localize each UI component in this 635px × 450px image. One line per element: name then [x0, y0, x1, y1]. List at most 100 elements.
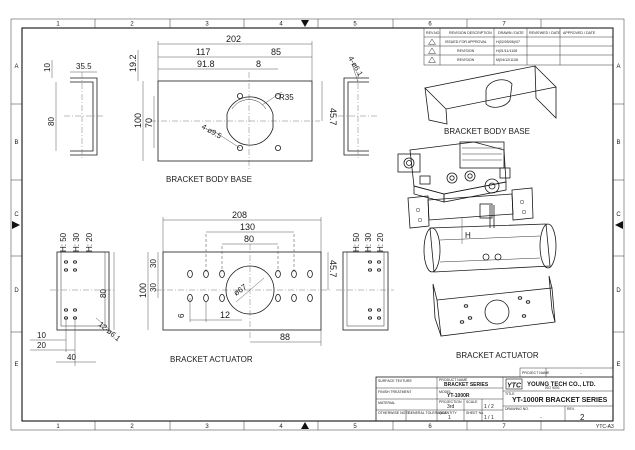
- dim-act-bore: ø67: [232, 282, 249, 298]
- actuator-top-view: 208 130 80 100 30 30 45.7 6 12 ø67 88 BR…: [138, 210, 338, 364]
- row-tick-c-right: C: [616, 212, 621, 218]
- tb-projection-label: PROJECTION: [439, 400, 462, 404]
- dim-act-130: 130: [240, 222, 255, 232]
- col-tick-1-bottom: 1: [56, 424, 60, 430]
- dim-act-side-10: 10: [37, 331, 46, 340]
- dim-act-30b: 30: [149, 283, 158, 292]
- isometric-assembly: BRACKET BODY BASE: [397, 65, 557, 360]
- tb-company-sub: ISO 9001: [545, 386, 560, 390]
- rev-header-no: REV.NO.: [426, 31, 440, 35]
- tb-other-label: OTHERWISE NOTE: [378, 411, 410, 415]
- dim-act-side-40: 40: [67, 353, 76, 362]
- tb-title-label: TITLE: [505, 392, 515, 396]
- tb-model-label: MODEL: [439, 390, 452, 394]
- dim-act-100: 100: [138, 283, 148, 298]
- tb-sheet: 1 / 1: [484, 415, 494, 421]
- company-logo: YTC: [505, 378, 523, 390]
- dim-side-35-5: 35.5: [76, 62, 92, 71]
- iso-body-bracket: BRACKET BODY BASE: [424, 65, 557, 136]
- dim-act-left-h20: H: 20: [85, 232, 94, 252]
- dim-act-side-holes: 12-ø6.1: [97, 320, 123, 344]
- dim-body-45-7: 45.7: [328, 108, 338, 126]
- revision-table: REV.NO. REVISION DESCRIPTION DRAWN / DAT…: [423, 27, 614, 66]
- body-base-top-view: 202 117 85 91.8 8 19.2 100 70 45.7 R35 4…: [128, 34, 338, 184]
- dim-act-80: 80: [244, 234, 254, 244]
- col-tick-3-bottom: 3: [205, 424, 209, 430]
- dim-act-side-80: 80: [99, 289, 108, 298]
- dim-body-70: 70: [144, 118, 154, 128]
- dim-side-80: 80: [47, 117, 56, 126]
- tb-finish-label: FINISH TREATMENT: [378, 390, 412, 394]
- dim-body-85: 85: [271, 47, 281, 57]
- tb-product-name: BRACKET SERIES: [444, 382, 489, 388]
- tb-project-name-label: PROJECT NAME: [522, 371, 550, 375]
- dim-act-right-h50: H: 50: [352, 232, 361, 252]
- row-tick-d-right: D: [616, 288, 621, 294]
- tb-company-name: YOUNG TECH CO., LTD.: [527, 382, 596, 388]
- tb-quantity-label: QUANTITY: [439, 411, 457, 415]
- dim-body-side-holes: 4-ø6.1: [346, 55, 365, 78]
- row-tick-d: D: [14, 288, 19, 294]
- rev-row-2-desc: REVISION: [457, 49, 475, 53]
- label-iso-bracket-body-base: BRACKET BODY BASE: [444, 127, 530, 136]
- row-tick-b-right: B: [616, 140, 620, 146]
- col-tick-2: 2: [130, 22, 134, 28]
- actuator-side-view-left: H: 50 H: 30 H: 20 80 10 20 40 12-ø6.1: [30, 232, 122, 366]
- row-tick-b: B: [14, 140, 18, 146]
- tb-product-name-label: PRODUCT NAME: [439, 378, 468, 382]
- dim-act-left-h50: H: 50: [59, 232, 68, 252]
- rev-header-reviewed: REVIEWED / DATE: [529, 31, 561, 35]
- col-tick-7-bottom: 7: [502, 424, 506, 430]
- center-mark-top-icon: [301, 20, 309, 27]
- body-base-side-view-right: 4-ø6.1: [338, 55, 378, 160]
- dim-body-202: 202: [226, 34, 241, 44]
- rev-row-3-desc: REVISION: [457, 58, 475, 62]
- dim-act-side-20: 20: [37, 341, 46, 350]
- tb-rev: 2: [580, 413, 585, 422]
- row-tick-a: A: [14, 64, 18, 70]
- label-iso-bracket-actuator: BRACKET ACTUATOR: [456, 351, 539, 360]
- iso-actuator-body: H: [423, 205, 557, 273]
- tb-projection: 3rd: [447, 404, 454, 410]
- iso-mounting-bracket: [407, 187, 534, 229]
- dim-body-100: 100: [133, 113, 143, 128]
- center-mark-right-icon: [615, 221, 623, 229]
- revision-triangle-icon: [428, 56, 436, 63]
- tb-project-name: -: [580, 371, 582, 377]
- row-tick-e: E: [14, 362, 18, 368]
- dim-body-r35: R35: [279, 93, 294, 102]
- col-tick-4: 4: [279, 22, 283, 28]
- dim-body-117: 117: [196, 47, 210, 57]
- rev-header-approved: APPROVED / DATE: [563, 31, 596, 35]
- revision-triangle-icon: [428, 38, 436, 45]
- tb-company-logo: YTC: [507, 383, 522, 390]
- dim-act-208: 208: [232, 210, 247, 220]
- tb-drawing-no-label: DRAWING NO.: [505, 407, 529, 411]
- dim-body-91-8: 91.8: [197, 59, 215, 69]
- iso-positioner: [397, 141, 511, 203]
- dim-act-right-h30: H: 30: [364, 232, 373, 252]
- tb-model: YT-1000R: [447, 393, 470, 399]
- tb-scale-label: SCALE: [466, 400, 478, 404]
- dim-act-right-h20: H: 20: [376, 232, 385, 252]
- center-mark-left-icon: [12, 221, 20, 229]
- dim-act-45-7: 45.7: [328, 260, 338, 278]
- label-bracket-actuator: BRACKET ACTUATOR: [170, 355, 253, 364]
- rev-row-1-drawn: H(02/05/06)/07: [496, 40, 520, 44]
- rev-row-3-drawn: M(04/12/1108: [496, 58, 518, 62]
- row-tick-e-right: E: [616, 362, 620, 368]
- dim-act-6: 6: [177, 313, 186, 318]
- row-tick-c: C: [14, 212, 19, 218]
- col-tick-2-bottom: 2: [130, 424, 134, 430]
- row-tick-a-right: A: [616, 64, 620, 70]
- dim-act-88: 88: [280, 332, 290, 342]
- dim-body-holes: 4-ø9.5: [200, 122, 223, 141]
- col-tick-6: 6: [428, 22, 432, 28]
- tb-surface-texture-label: SURFACE TEXTURE: [378, 379, 412, 383]
- actuator-side-view-right: H: 50 H: 30 H: 20: [336, 232, 394, 331]
- tb-scale: 1 / 2: [484, 404, 494, 410]
- tb-quantity: 1: [448, 415, 451, 421]
- col-tick-5-bottom: 5: [353, 424, 357, 430]
- revision-triangle-icon: [428, 47, 436, 54]
